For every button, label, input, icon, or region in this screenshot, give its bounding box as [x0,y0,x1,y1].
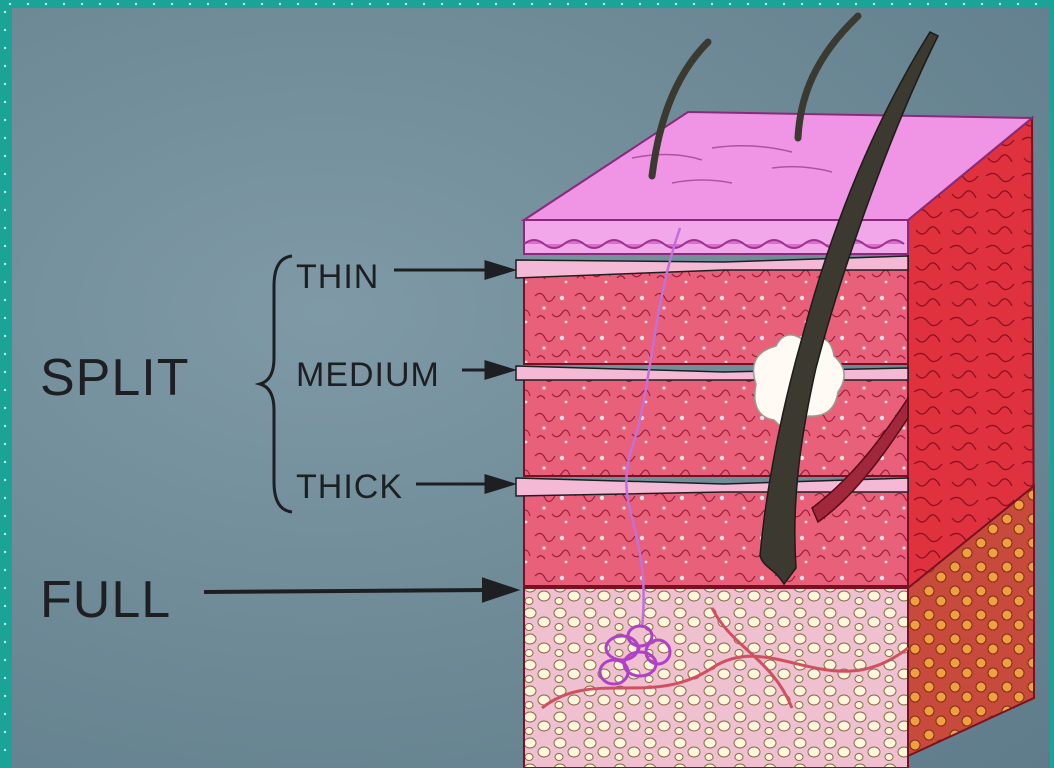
full-label: FULL [40,570,171,630]
thick-arrow [416,476,512,492]
full-arrow [204,580,514,600]
thin-label: THIN [296,258,379,297]
medium-arrow [462,362,512,378]
split-brace [260,256,292,512]
dermis-slice-thick [524,486,908,586]
split-label: SPLIT [40,348,190,408]
dermis-slice-medium [524,374,908,476]
diagram-panel: SPLIT THIN MEDIUM THICK FULL [12,8,1050,768]
medium-split-gap [516,366,908,380]
medium-label: MEDIUM [296,356,440,395]
thin-arrow [394,262,512,278]
dermis-slice-thin [524,264,908,364]
thick-label: THICK [296,468,403,507]
